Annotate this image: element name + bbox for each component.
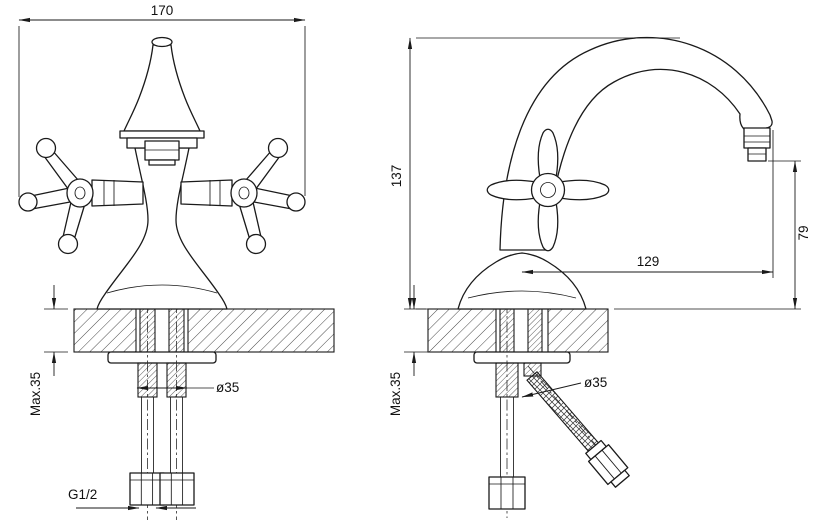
front-view: 170 Max.35 ø35 G1/2 (18, 3, 335, 520)
front-dim-overall-width-label: 170 (151, 3, 174, 18)
front-hex-nut-left (129, 472, 165, 506)
side-body-base (457, 252, 587, 310)
side-dim-spout-reach-label: 129 (637, 254, 660, 269)
side-mounting-flange (473, 351, 571, 364)
side-handle-hub (530, 172, 566, 208)
side-handle-arm-left (486, 179, 539, 201)
side-hex-nut (488, 476, 526, 510)
front-spout-stub (144, 140, 180, 166)
front-left-handle-ball-bottom (57, 233, 79, 255)
side-supply-line (488, 302, 526, 518)
front-base-curve (106, 284, 218, 294)
side-faucet-body (457, 37, 773, 310)
front-faucet-body (96, 36, 228, 310)
side-hose-fitting (585, 439, 630, 488)
front-dim-hole-diameter-label: ø35 (216, 380, 239, 395)
front-supply-tubes (141, 397, 183, 473)
side-dim-spout-height-label: 79 (796, 225, 811, 240)
front-counter-hatch-right (187, 308, 335, 353)
front-mounting-studs (139, 308, 185, 353)
front-cap-band-1 (119, 130, 205, 139)
side-handle-arm-top (537, 128, 559, 181)
side-flex-hose (523, 362, 630, 488)
side-dim-spout-height: 79 (614, 160, 811, 310)
front-right-handle-hub (230, 178, 258, 208)
front-right-handle-ball-top (267, 137, 289, 159)
front-hex-nut-right (159, 472, 195, 506)
side-aerator (743, 127, 771, 162)
side-handle-cross (486, 128, 610, 252)
front-bell-cap (123, 44, 201, 132)
front-right-handle (180, 137, 306, 255)
side-handle-arm-bottom (537, 199, 559, 252)
front-counter-hatch-left (73, 308, 137, 353)
front-right-handle-neck (180, 179, 233, 207)
front-dim-thread: G1/2 (68, 487, 196, 511)
side-mounting-studs (499, 308, 543, 353)
side-counter-hatch-left (427, 308, 497, 353)
front-dim-hole-diameter: ø35 (136, 380, 239, 395)
front-dim-max-thickness: Max.35 (28, 285, 68, 416)
front-dim-overall-width: 170 (18, 3, 306, 197)
side-dim-max-thickness: Max.35 (388, 285, 428, 416)
front-left-handle-hub (66, 178, 94, 208)
side-handle-arm-right (557, 179, 610, 201)
side-dim-overall-height-label: 137 (389, 165, 404, 188)
side-supply-tube (500, 397, 514, 477)
side-dim-spout-reach: 129 (521, 130, 774, 278)
front-left-handle (18, 137, 144, 255)
side-counter-hatch-right (547, 308, 609, 353)
front-countertop (73, 308, 335, 353)
front-dim-thread-label: G1/2 (68, 487, 97, 502)
front-left-handle-neck (91, 179, 144, 207)
front-left-handle-ball-top (35, 137, 57, 159)
side-dim-hole-diameter: ø35 (521, 375, 607, 398)
side-dim-max-thickness-label: Max.35 (388, 372, 403, 416)
side-dim-hole-diameter-label: ø35 (584, 375, 607, 390)
front-finial (151, 36, 173, 48)
side-view: 137 79 129 Max.35 ø35 (388, 37, 811, 518)
front-body-trunk (96, 147, 228, 310)
side-countertop (427, 308, 609, 353)
front-dim-max-thickness-label: Max.35 (28, 372, 43, 416)
front-right-handle-ball-bottom (245, 233, 267, 255)
front-right-handle-ball-side (286, 192, 306, 212)
front-left-handle-ball-side (18, 192, 38, 212)
front-mounting-flange (107, 351, 217, 364)
